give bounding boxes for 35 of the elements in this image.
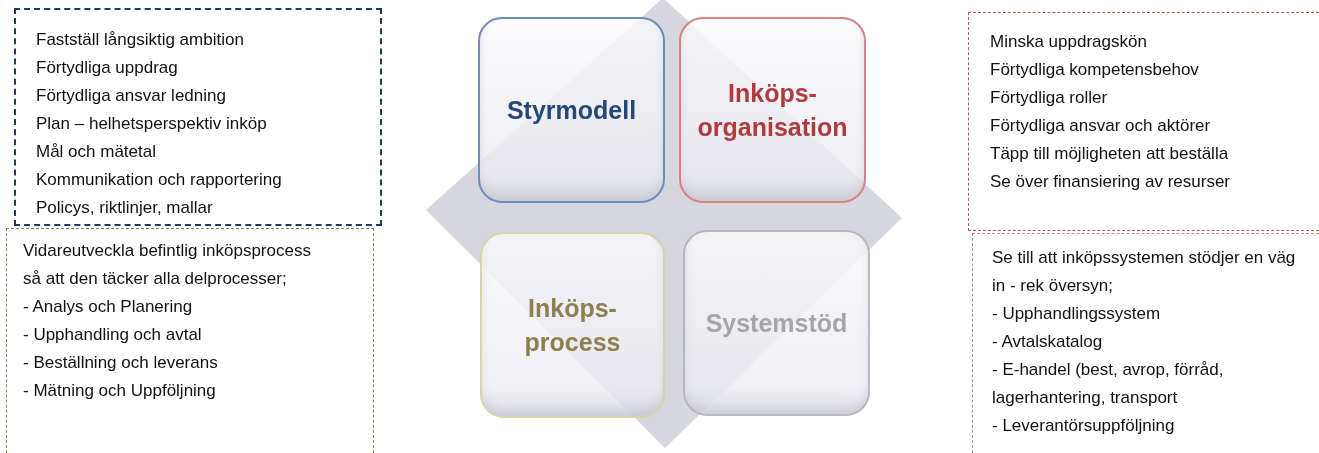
quadrant-title: Styrmodell (506, 95, 637, 126)
rounded-box (679, 17, 866, 203)
list-item: Förtydliga roller (990, 87, 1108, 109)
list-item: - Beställning och leverans (23, 352, 218, 374)
list-item: Förtydliga ansvar och aktörer (990, 115, 1211, 137)
rounded-box (480, 232, 665, 418)
list-item: - E-handel (best, avrop, förråd, lagerhantering, transport (992, 359, 1225, 409)
list-item: - Upphandling och avtal (23, 324, 202, 346)
list-item: Mål och mätetal (36, 141, 156, 163)
rounded-box (478, 17, 665, 203)
list-item: Vidareutveckla befintlig inköpsprocess så att den täcker alla delprocesser; (23, 240, 312, 290)
list-item: Se till att inköpssystemen stödjer en väg in - rek översyn; (992, 247, 1297, 297)
list-item: - Leverantörsuppföljning (992, 415, 1175, 437)
dashed-text-box (972, 233, 1319, 453)
list-item: Policys, riktlinjer, mallar (36, 197, 213, 219)
dashed-text-box (14, 8, 382, 226)
list-item: - Mätning och Uppföljning (23, 380, 216, 402)
quadrant-title: Inköps- organisation (696, 78, 849, 143)
list-item: Se över finansiering av resurser (990, 171, 1230, 193)
quadrant-title: Systemstöd (705, 308, 848, 339)
rounded-box (683, 230, 870, 416)
list-item: Förtydliga ansvar ledning (36, 85, 226, 107)
list-item: - Upphandlingssystem (992, 303, 1161, 325)
list-item: - Avtalskatalog (992, 331, 1103, 353)
list-item: - Analys och Planering (23, 296, 193, 318)
dashed-text-box (6, 228, 374, 453)
quadrant-title: Inköps- process (523, 293, 622, 358)
list-item: Förtydliga uppdrag (36, 57, 178, 79)
list-item: Täpp till möjligheten att beställa (990, 143, 1229, 165)
list-item: Förtydliga kompetensbehov (990, 59, 1199, 81)
list-item: Plan – helhetsperspektiv inköp (36, 113, 267, 135)
list-item: Kommunikation och rapportering (36, 169, 282, 191)
list-item: Minska uppdragskön (990, 31, 1147, 53)
dashed-text-box (968, 12, 1319, 231)
list-item: Fastställ långsiktig ambition (36, 29, 244, 51)
